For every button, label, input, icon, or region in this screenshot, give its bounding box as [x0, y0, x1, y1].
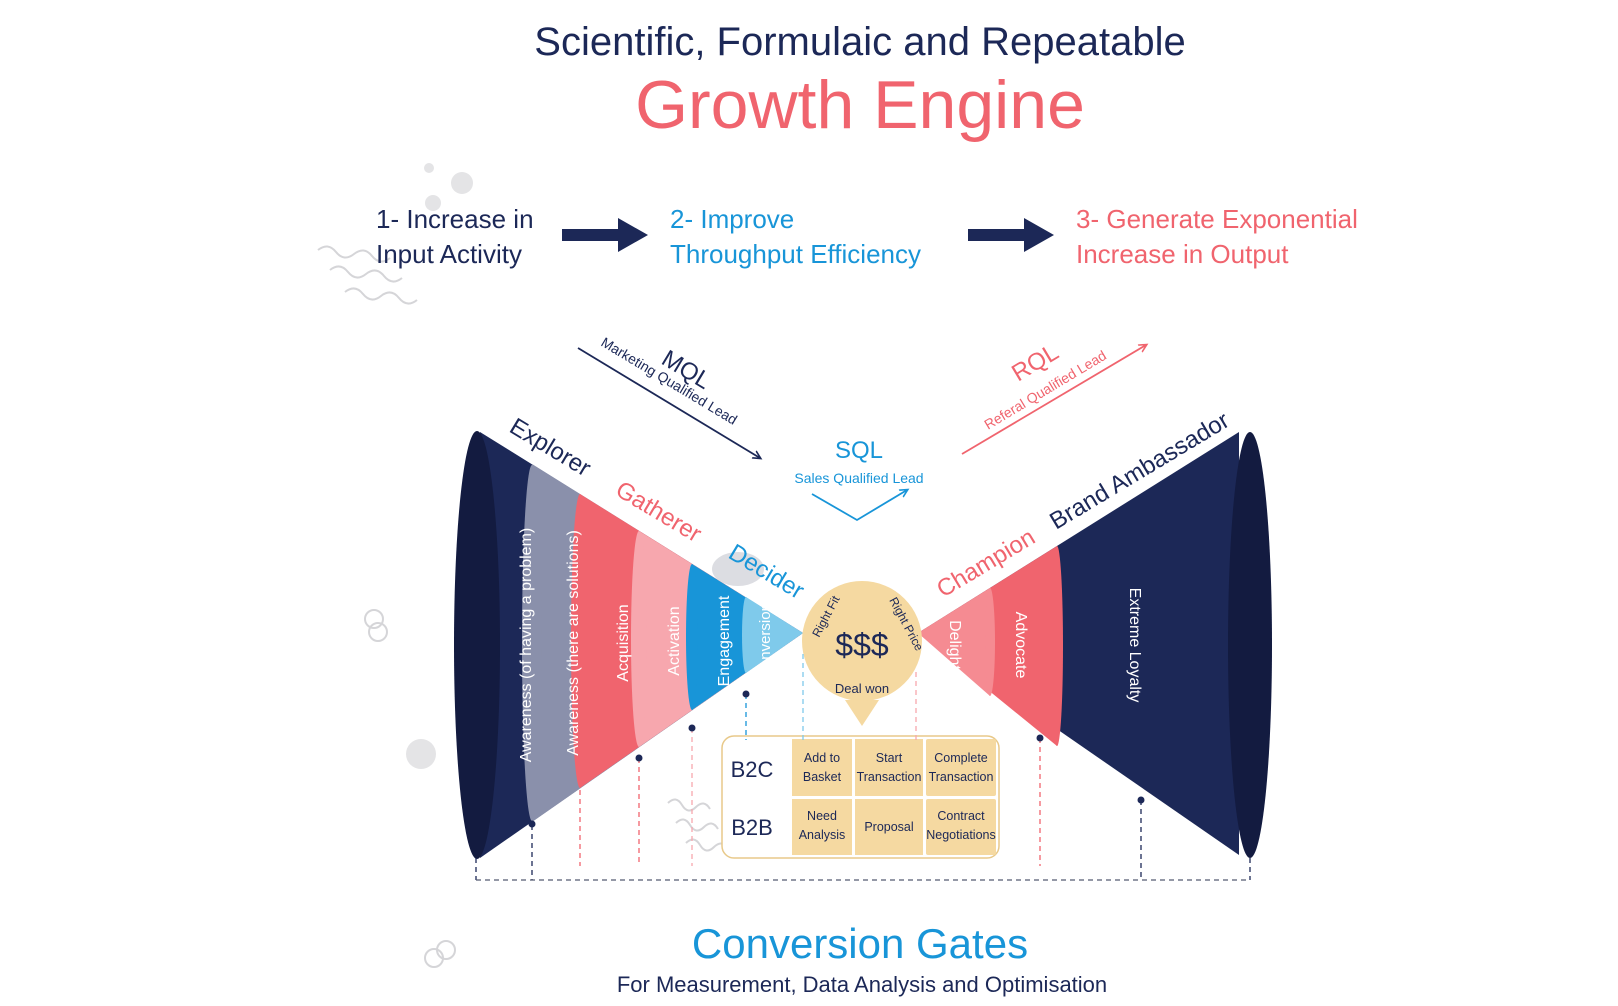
- deal-center: $$$: [835, 627, 889, 663]
- deal-won: Deal won: [835, 681, 889, 696]
- gate-need: Need: [807, 809, 837, 823]
- band-edge-conversion: [742, 597, 750, 673]
- gate-negotiations: Negotiations: [926, 828, 996, 842]
- gate-proposal: Proposal: [864, 820, 913, 834]
- gate-complete: Complete: [934, 751, 988, 765]
- step-1: 1- Increase in Input Activity: [376, 204, 534, 269]
- gate-contract: Contract: [937, 809, 985, 823]
- mql-annotation: MQL Marketing Qualified Lead: [577, 334, 760, 458]
- mql-arrow: [577, 347, 760, 458]
- sql-arrow: [811, 490, 907, 522]
- step-1-line1: 1- Increase in: [376, 204, 534, 234]
- deal-pointer: [845, 700, 879, 726]
- stage-extreme-loyalty: Extreme Loyalty: [1126, 588, 1143, 703]
- rql-annotation: RQL Referal Qualified Lead: [961, 339, 1146, 455]
- stage-conversion: Conversion: [757, 603, 774, 679]
- band-edge-delight: [985, 588, 995, 696]
- gate-start-transaction: Transaction: [857, 770, 922, 784]
- gate-cell-b2c-1: [792, 739, 852, 796]
- row-label-b2c: B2C: [731, 757, 774, 782]
- step-3-line1: 3- Generate Exponential: [1076, 204, 1358, 234]
- decider-highlight: [712, 552, 764, 586]
- page-title: Growth Engine: [635, 67, 1085, 143]
- conversion-gates-table: B2C B2B Add to Basket Start Transaction …: [721, 735, 1000, 859]
- step-2: 2- Improve Throughput Efficiency: [670, 204, 921, 269]
- subtitle: Scientific, Formulaic and Repeatable: [534, 20, 1185, 64]
- step-1-line2: Input Activity: [376, 239, 522, 269]
- step-2-line1: 2- Improve: [670, 204, 794, 234]
- step-arrow-2: [968, 218, 1054, 252]
- conversion-gate-markers: [475, 654, 1251, 881]
- step-2-line2: Throughput Efficiency: [670, 239, 921, 269]
- rql-arrow: [961, 345, 1146, 455]
- stage-awareness-solutions: Awareness (there are solutions): [565, 530, 582, 756]
- gate-analysis: Analysis: [799, 828, 846, 842]
- step-3-line2: Increase in Output: [1076, 239, 1289, 269]
- stage-delight: Delight: [946, 620, 963, 670]
- band-delight: [918, 588, 990, 696]
- gate-cell-b2b-2: [855, 799, 923, 855]
- gate-dots: [528, 690, 1145, 828]
- sql-full: Sales Qualified Lead: [794, 470, 923, 486]
- decorative-doodles: [317, 163, 729, 968]
- band-edge-acquisition: [571, 494, 589, 788]
- row-label-b2b: B2B: [731, 815, 773, 840]
- step-3: 3- Generate Exponential Increase in Outp…: [1076, 204, 1358, 269]
- step-arrow-1: [562, 218, 648, 252]
- gate-basket: Basket: [803, 770, 842, 784]
- stage-awareness-problem: Awareness (of having a problem): [518, 528, 535, 763]
- gate-cell-b2b-1: [792, 799, 852, 855]
- stage-activation: Activation: [666, 606, 683, 675]
- gate-cell-b2c-3: [926, 739, 996, 796]
- funnel-opening-left: [454, 431, 500, 859]
- band-edge-advocate: [1051, 546, 1063, 746]
- sql-abbr: SQL: [835, 437, 883, 464]
- deal-badge: [802, 581, 922, 701]
- band-edge-engagement: [686, 564, 698, 710]
- gate-cell-b2c-2: [855, 739, 923, 796]
- deal-circle: $$$ Right Fit Right Price Deal won: [802, 581, 926, 726]
- sql-annotation: SQL Sales Qualified Lead: [794, 437, 924, 522]
- footer-subtitle: For Measurement, Data Analysis and Optim…: [617, 972, 1107, 997]
- band-extreme-loyalty: [918, 432, 1239, 855]
- gate-add-to: Add to: [804, 751, 840, 765]
- band-edge-solutions: [522, 465, 542, 821]
- band-conversion: [746, 597, 803, 673]
- stage-engagement: Engagement: [716, 595, 733, 686]
- gate-complete-transaction: Transaction: [929, 770, 994, 784]
- footer-title: Conversion Gates: [692, 920, 1028, 967]
- band-edge-activation: [631, 531, 647, 747]
- stage-acquisition: Acquisition: [615, 604, 632, 681]
- gate-start: Start: [876, 751, 903, 765]
- gate-cell-b2b-3: [926, 799, 996, 855]
- funnel-opening-right: [1228, 432, 1272, 858]
- stage-advocate: Advocate: [1012, 612, 1029, 679]
